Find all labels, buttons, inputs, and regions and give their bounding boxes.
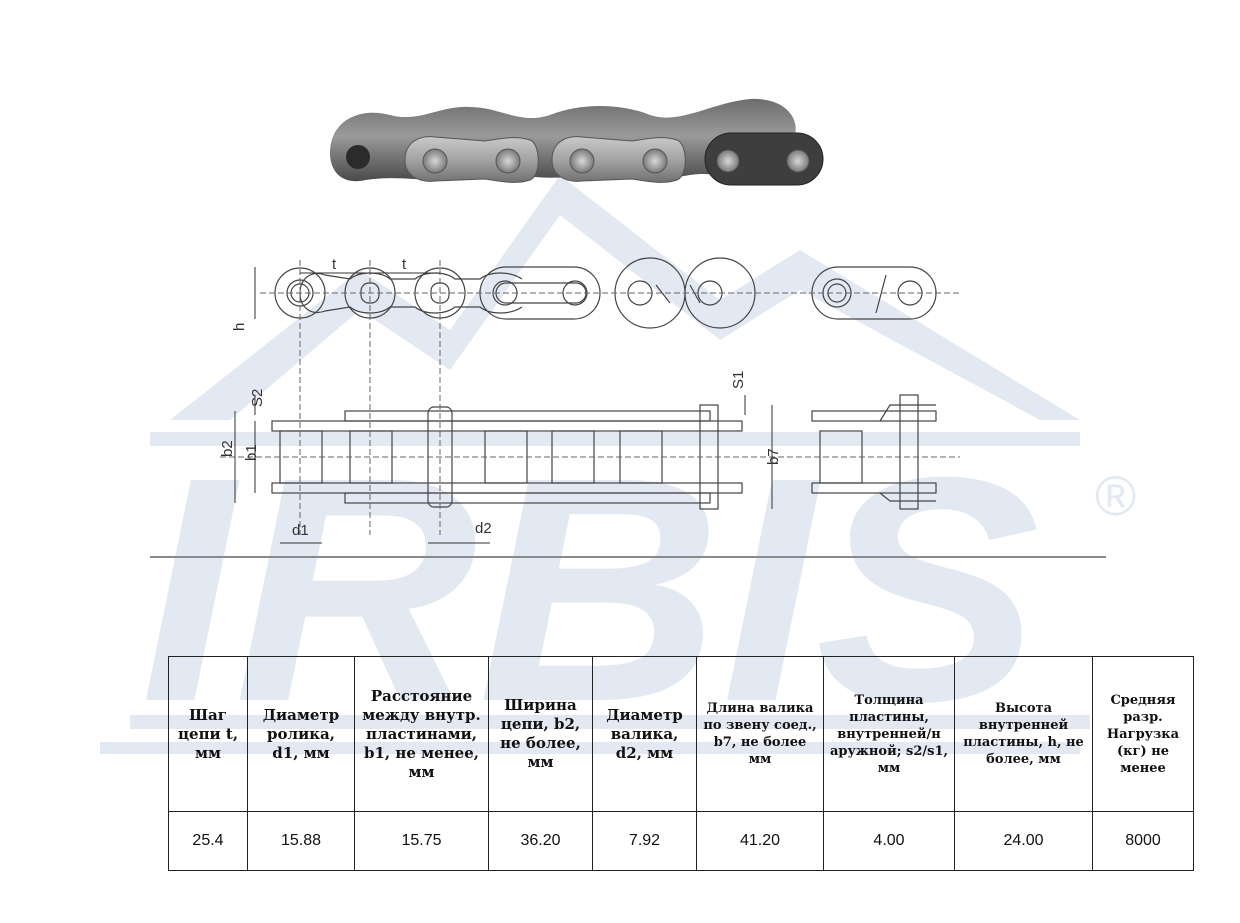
chain-spec-table: Шаг цепи t, мм Диаметр ролика, d1, мм Ра… — [168, 656, 1194, 871]
label-d1: d1 — [292, 522, 309, 539]
table-row: 25.4 15.88 15.75 36.20 7.92 41.20 4.00 2… — [168, 811, 1194, 871]
header-plate-height: Высота внутренней пластины, h, не более,… — [954, 656, 1093, 812]
table-header-row: Шаг цепи t, мм Диаметр ролика, d1, мм Ра… — [168, 656, 1194, 812]
cell-chain-width: 36.20 — [488, 811, 593, 871]
label-t1: t — [332, 256, 337, 273]
cell-plate-thickness: 4.00 — [823, 811, 955, 871]
end-link — [704, 132, 824, 186]
cell-inner-width: 15.75 — [354, 811, 489, 871]
label-s2: S2 — [249, 389, 266, 407]
cell-breaking-load: 8000 — [1092, 811, 1194, 871]
cell-pitch: 25.4 — [168, 811, 248, 871]
label-d2: d2 — [475, 520, 492, 537]
cell-plate-height: 24.00 — [954, 811, 1093, 871]
label-h: h — [231, 323, 248, 331]
header-roller-diameter: Диаметр ролика, d1, мм — [247, 656, 355, 812]
header-plate-thickness: Толщина пластины, внутренней/н аружной; … — [823, 656, 955, 812]
chain-technical-drawing: t t h S2 b2 b1 S1 b7 d1 d2 — [219, 256, 960, 544]
label-b7: b7 — [765, 448, 782, 465]
horizontal-rule — [150, 556, 1106, 558]
label-s1: S1 — [730, 371, 747, 389]
cell-roller-diameter: 15.88 — [247, 811, 355, 871]
header-inner-width: Расстояние между внутр. пластинами, b1, … — [354, 656, 489, 812]
header-pin-diameter: Диаметр валика, d2, мм — [592, 656, 697, 812]
cell-pin-diameter: 7.92 — [592, 811, 697, 871]
header-pin-length: Длина валика по звену соед., b7, не боле… — [696, 656, 824, 812]
pin-hole — [346, 145, 370, 169]
header-pitch: Шаг цепи t, мм — [168, 656, 248, 812]
registered-mark: ® — [1095, 464, 1136, 527]
header-chain-width: Ширина цепи, b2, не более, мм — [488, 656, 593, 812]
cell-pin-length: 41.20 — [696, 811, 824, 871]
chain-photo — [330, 98, 824, 186]
header-breaking-load: Средняя разр. Нагрузка (кг) не менее — [1092, 656, 1194, 812]
pins — [422, 148, 810, 174]
label-b2: b2 — [219, 440, 236, 457]
label-b1: b1 — [243, 444, 260, 461]
label-t2: t — [402, 256, 407, 273]
